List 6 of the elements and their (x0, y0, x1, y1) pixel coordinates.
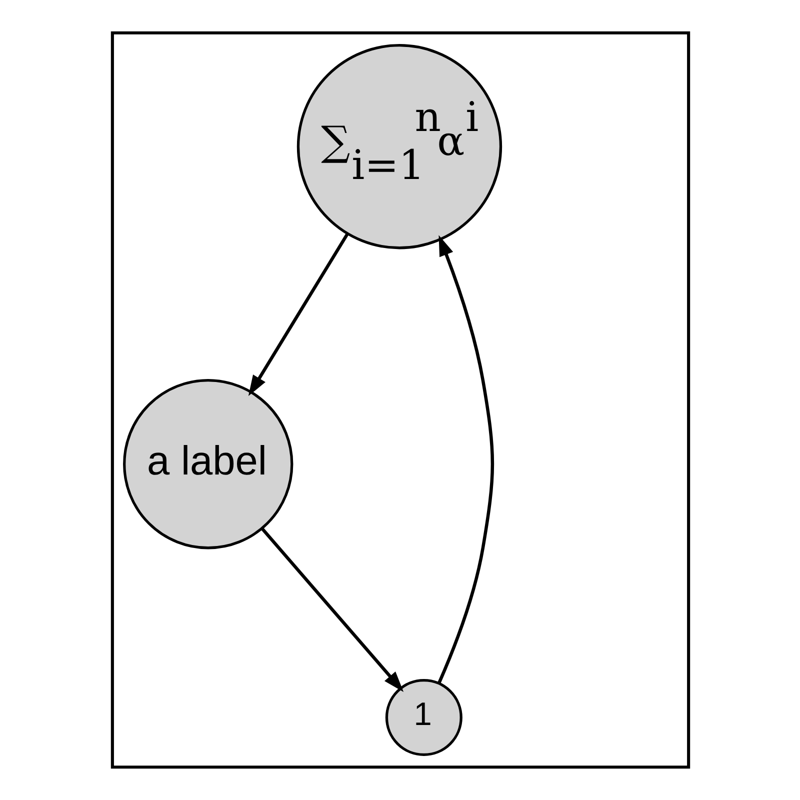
arrow (248, 233, 348, 396)
arrow (260, 527, 404, 692)
arrow (437, 235, 494, 684)
node-circle: 1 (384, 678, 462, 756)
cluster (110, 31, 690, 769)
node-circle: a label (122, 379, 293, 550)
